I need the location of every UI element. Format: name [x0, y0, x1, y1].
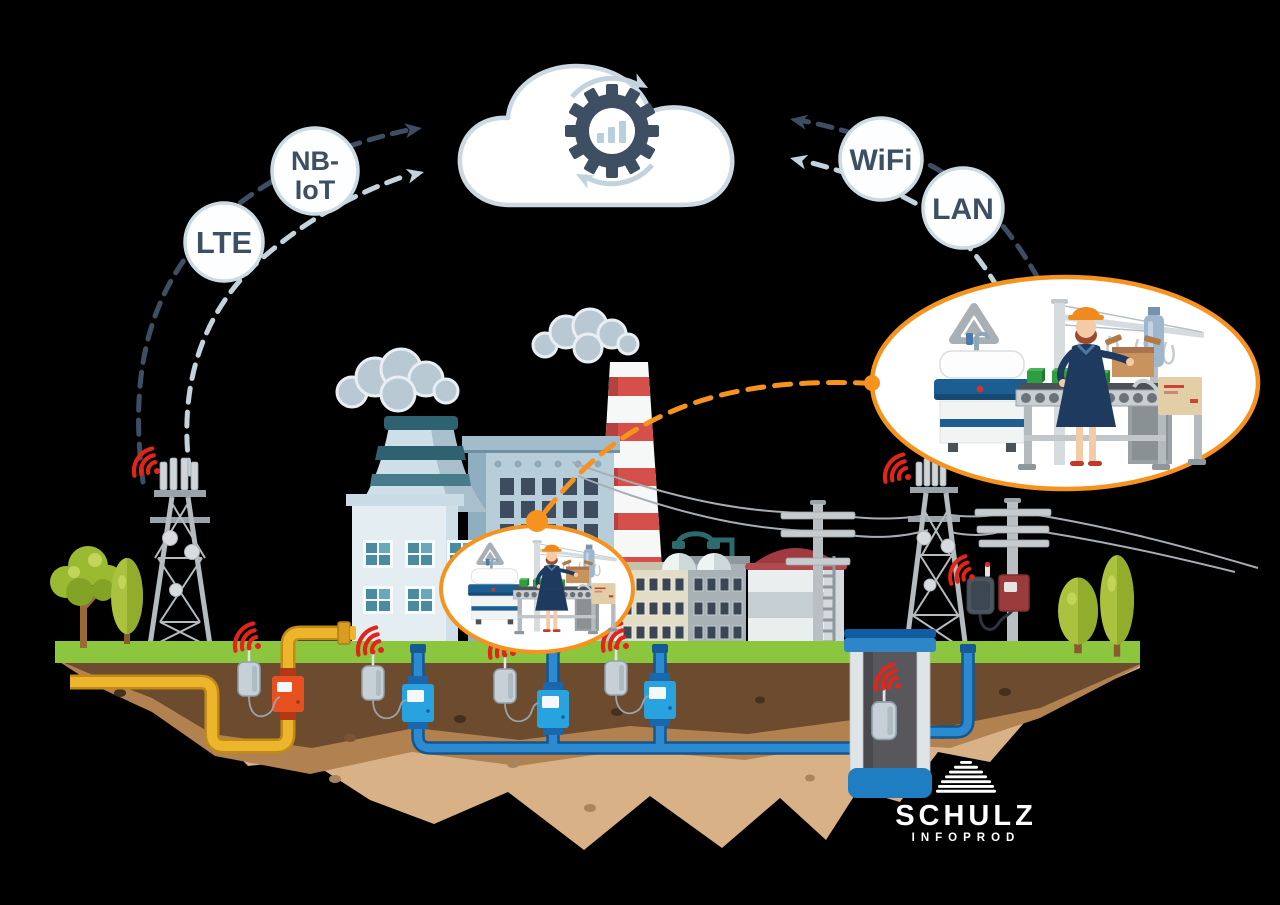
transformer-box — [998, 574, 1030, 612]
callout-anchor-dot-large — [864, 375, 880, 391]
label-lan: LAN — [921, 166, 1005, 250]
logo-mound-icon — [936, 761, 996, 793]
power-cable — [978, 609, 1014, 631]
gas-sensor-wire — [248, 695, 281, 718]
wifi-label: WiFi — [849, 144, 912, 177]
chimney-smoke-left — [335, 347, 460, 413]
cloud-platform — [457, 63, 735, 208]
logo-subtitle: INFOPROD — [912, 832, 1021, 844]
utility-pole-a — [780, 500, 856, 650]
transmission-tower — [881, 454, 969, 651]
grass-strip — [55, 641, 1140, 663]
label-nbiot: NB- IoT — [270, 126, 360, 216]
cell-tower — [130, 448, 213, 646]
lan-label: LAN — [932, 193, 994, 226]
nbiot-label-line2: IoT — [295, 175, 336, 205]
stack-smoke — [531, 307, 640, 364]
label-lte: LTE — [183, 201, 265, 283]
water-sensor-wires — [372, 694, 650, 723]
gear-sync-analytics-icon — [565, 73, 659, 189]
cooling-tower-chimney — [355, 416, 487, 512]
tree-tall-left — [111, 558, 143, 644]
storage-tank — [745, 548, 847, 652]
callout-connector — [542, 380, 867, 515]
label-wifi: WiFi — [838, 116, 924, 202]
logo-title: SCHULZ — [895, 800, 1037, 832]
gas-pipeline — [70, 621, 356, 754]
callout-anchor-dot-small — [526, 510, 548, 532]
power-metering — [942, 553, 1030, 631]
borehole-well — [844, 629, 936, 798]
nbiot-label-line1: NB- — [291, 146, 339, 176]
lte-label: LTE — [196, 225, 252, 260]
bar-chart-icon — [597, 121, 626, 143]
schulz-logo: SCHULZ INFOPROD — [895, 761, 1037, 844]
gas-holder-domes — [662, 531, 735, 570]
warehouse-building — [614, 556, 750, 650]
